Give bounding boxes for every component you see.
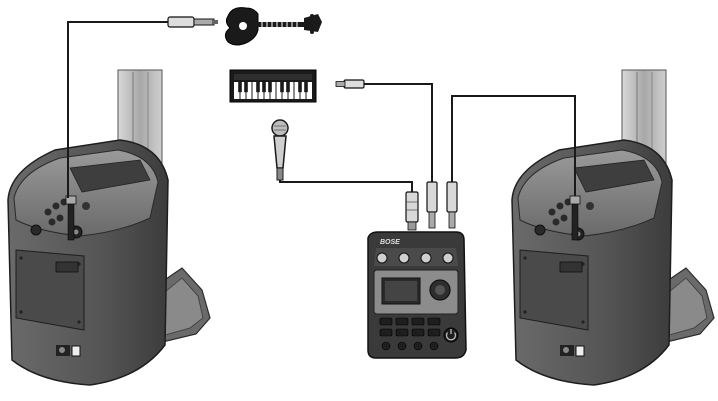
- speaker-right: [511, 69, 715, 386]
- keyboard-black-key: [280, 82, 284, 93]
- keyboard-black-key: [244, 82, 248, 93]
- mixer-buttons: [379, 317, 441, 351]
- mixer-brand-label: BOSE: [380, 239, 400, 246]
- microphone-cable: [279, 180, 413, 192]
- acoustic-guitar-icon: [224, 7, 322, 46]
- xlr-connector: [405, 191, 419, 231]
- keyboard-jack-plug: [426, 181, 438, 229]
- keyboard-cable: [335, 79, 433, 182]
- keyboard-black-key: [268, 82, 272, 93]
- keyboard-black-key: [238, 82, 242, 93]
- keyboard-black-key: [304, 82, 308, 93]
- mixer-output-cable: [446, 95, 576, 229]
- keyboard-black-key: [262, 82, 266, 93]
- keyboard-black-key: [286, 82, 290, 93]
- speaker-right-power-inlet: [560, 345, 585, 357]
- speaker-left: [7, 69, 211, 386]
- speaker-left-power-inlet: [56, 345, 81, 357]
- keyboard-black-key: [256, 82, 260, 93]
- microphone-icon: [271, 119, 289, 181]
- guitar-cable: [67, 16, 218, 198]
- keyboard-black-key: [298, 82, 302, 93]
- keyboard-icon: [229, 69, 317, 103]
- mixer-unit: BOSE: [367, 231, 467, 359]
- mixer-power-button: [443, 327, 459, 343]
